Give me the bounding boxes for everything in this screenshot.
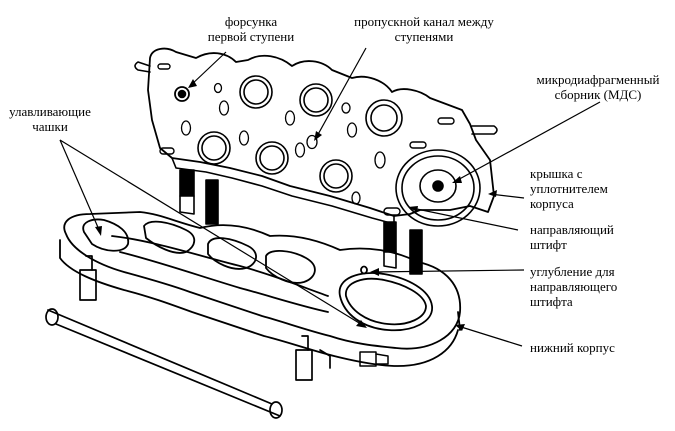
- label-first-stage-nozzle: форсунка первой ступени: [207, 14, 295, 44]
- label-collection-cups: улавливающие чашки: [9, 104, 91, 134]
- hinges: [179, 169, 423, 275]
- mds-collector: [395, 149, 481, 227]
- outlet-fitting: [359, 351, 389, 367]
- leaders: [59, 47, 601, 347]
- front-bar: [45, 255, 331, 419]
- label-guide-pin: направляющий штифт: [530, 222, 614, 252]
- stage-discs: [197, 75, 403, 193]
- label-lower-body: нижний корпус: [530, 340, 615, 355]
- label-cover-seal: крышка с уплотнителем корпуса: [530, 166, 608, 211]
- lid-holes: [180, 82, 386, 205]
- label-interstage-channel: пропускной канал между ступенями: [354, 14, 494, 44]
- label-mds: микродиафрагменный сборник (МДС): [536, 72, 660, 102]
- first-stage-nozzle-shape: [174, 86, 190, 102]
- lid-slots: [157, 63, 455, 155]
- label-pin-recess: углубление для направляющего штифта: [530, 264, 618, 309]
- lower-body-shape: [59, 211, 461, 367]
- arrowheads: [95, 79, 497, 331]
